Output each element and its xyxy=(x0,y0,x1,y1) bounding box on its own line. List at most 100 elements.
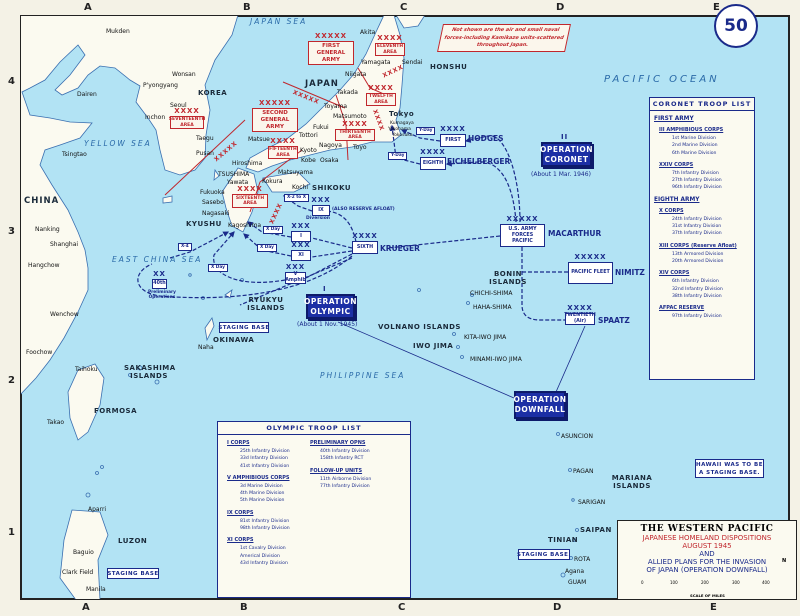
operation-olympic-date: (About 1 Nov. 1945) xyxy=(297,321,358,328)
place-label-sasebo: Sasebo xyxy=(202,199,224,206)
place-label-manila: Manila xyxy=(86,586,106,593)
coronet-unit: 7th Infantry Division xyxy=(672,170,719,176)
japanese-echelon-first-general-army: XXXXX xyxy=(315,32,347,40)
place-label-sakashima: SAKASHIMA ISLANDS xyxy=(124,364,176,380)
grid-row-2: 2 xyxy=(8,375,15,386)
hawaii-staging-note: HAWAII WAS TO BE A STAGING BASE. xyxy=(695,459,764,478)
place-label-seoul: Seoul xyxy=(170,102,187,109)
place-label-shikoku: SHIKOKU xyxy=(312,184,352,192)
place-label-tokyo: Tokyo xyxy=(389,110,415,118)
coronet-corps: X CORPS xyxy=(659,207,684,214)
coronet-unit: 13th Armored Division xyxy=(672,251,724,257)
place-label-fukuoka: Fukuoka xyxy=(200,189,225,196)
olympic-unit: 77th Infantry Division xyxy=(320,483,370,489)
olympic-unit: 11th Airborne Division xyxy=(320,476,372,482)
land-luzon xyxy=(59,509,109,599)
commander-twentieth: SPAATZ xyxy=(598,316,630,325)
subtitle-line-2: AUGUST 1945 xyxy=(682,542,732,550)
japanese-unit-fifteenth-area: FIFTEENTH AREA xyxy=(268,146,298,159)
place-label-kagoshima: Kagoshima xyxy=(228,222,262,229)
day-tag-x2-to-x: X-2 to X xyxy=(284,194,310,202)
place-label-takao: Takao xyxy=(47,419,65,426)
place-label-nagasaki: Nagasaki xyxy=(202,210,230,217)
land-formosa xyxy=(67,363,105,441)
place-label-bonin: BONIN ISLANDS xyxy=(489,270,527,286)
place-label-mariana: MARIANA ISLANDS xyxy=(611,474,653,490)
place-label-pusan: Pusan xyxy=(196,150,214,157)
olympic-corps: XI CORPS xyxy=(227,537,254,544)
grid-col-c: C xyxy=(400,2,408,13)
place-label-pyongyang: P'yongyang xyxy=(143,82,178,89)
land-hokkaido xyxy=(396,16,425,29)
scale-tick-0: 0 xyxy=(641,580,644,585)
allied-unit-xi-corps: XI xyxy=(291,250,311,261)
allied-echelon-xi-corps: XXX xyxy=(291,241,311,249)
ix-corps-note: (ALSO RESERVE AFLOAT) xyxy=(332,207,395,212)
olympic-corps: V AMPHIBIOUS CORPS xyxy=(227,474,290,481)
grid-col-e: E xyxy=(713,2,720,13)
boundary-mark-kyushu: XXXX xyxy=(268,201,285,226)
coronet-army: EIGHTH ARMY xyxy=(654,196,700,203)
place-label-nagoya: Nagoya xyxy=(319,142,342,149)
coronet-list-title: CORONET TROOP LIST xyxy=(650,98,754,111)
place-label-philippine-sea: PHILIPPINE SEA xyxy=(320,371,406,380)
day-tag-y-day-2: Y-Day xyxy=(388,152,408,160)
allied-unit-xx-40th: 40th xyxy=(152,279,167,289)
subtitle-line-5: OF JAPAN (OPERATION DOWNFALL) xyxy=(646,566,768,574)
grid-col-d: D xyxy=(556,2,565,13)
map-number-badge: 50 xyxy=(714,4,758,48)
place-label-nanking: Nanking xyxy=(35,226,60,233)
japanese-unit-eleventh-area: ELEVENTH AREA xyxy=(375,43,405,56)
ix-corps-diversion: Diversion xyxy=(306,216,330,221)
place-label-aparri: Aparri xyxy=(88,506,107,513)
grid-col-d-bottom: D xyxy=(553,602,562,613)
subtitle-line-3: AND xyxy=(699,550,715,558)
place-label-ryukyu: RYUKYU ISLANDS xyxy=(247,296,285,312)
japanese-echelon-fifteenth-area: XXXX xyxy=(270,137,296,145)
japanese-echelon-seventeenth-area: XXXX xyxy=(174,107,200,115)
coronet-unit: 31st Infantry Division xyxy=(672,224,722,230)
olympic-unit: 33d Infantry Division xyxy=(240,456,288,462)
olympic-unit: 81st Infantry Division xyxy=(240,518,290,524)
operation-olympic-numeral: I xyxy=(323,285,327,293)
staging-base-marianas: STAGING BASE. xyxy=(517,549,570,560)
olympic-list-title: OLYMPIC TROOP LIST xyxy=(218,422,410,435)
grid-col-b-bottom: B xyxy=(240,602,248,613)
land-asia xyxy=(21,16,239,395)
place-label-iwo-jima: IWO JIMA xyxy=(413,342,454,350)
scale-tick-300: 300 xyxy=(732,580,740,585)
place-label-hangchow: Hangchow xyxy=(28,262,60,269)
day-tag-x-day-3: X Day xyxy=(208,264,228,272)
place-label-pacific-ocean: PACIFIC OCEAN xyxy=(604,74,720,85)
allied-unit-twentieth: TWENTIETH (Air) xyxy=(564,313,596,325)
olympic-unit: 3d Marine Division xyxy=(240,483,283,489)
commander-first: HODGES xyxy=(468,134,504,143)
coronet-unit: 6th Marine Division xyxy=(672,150,717,156)
place-label-kochi: Kochi xyxy=(292,184,309,191)
place-label-asuncion: ASUNCION xyxy=(561,433,593,440)
place-label-kyoto: Kyoto xyxy=(300,147,317,154)
place-label-osaka: Osaka xyxy=(320,157,339,164)
xx-preliminary-operations: Preliminary Operations xyxy=(148,290,176,300)
place-label-sarigan: SARIGAN xyxy=(578,499,606,506)
place-label-matsue: Matsue xyxy=(248,136,270,143)
olympic-unit: 41st Infantry Division xyxy=(240,463,290,469)
operation-olympic-box: OPERATION OLYMPIC xyxy=(304,294,357,319)
day-tag-x-day-2: X Day xyxy=(257,244,277,252)
olympic-corps: IX CORPS xyxy=(227,509,254,516)
grid-col-b: B xyxy=(243,2,251,13)
olympic-unit: 5th Marine Division xyxy=(240,498,285,504)
place-label-rota: ROTA xyxy=(574,556,591,563)
place-label-hiroshima: Hiroshima xyxy=(232,160,263,167)
place-label-okinawa: OKINAWA xyxy=(213,336,255,344)
place-label-clark-field: Clark Field xyxy=(62,569,94,576)
coronet-unit: 97th Infantry Division xyxy=(672,314,722,320)
staging-base-luzon: STAGING BASE xyxy=(107,568,159,579)
place-label-chichi-shima: CHICHI-SHIMA xyxy=(470,290,513,297)
place-label-guam: GUAM xyxy=(568,579,587,586)
scale-tick-100: 100 xyxy=(670,580,678,585)
olympic-unit: 158th Infantry RCT xyxy=(320,456,364,462)
place-label-taegu: Taegu xyxy=(196,135,214,142)
